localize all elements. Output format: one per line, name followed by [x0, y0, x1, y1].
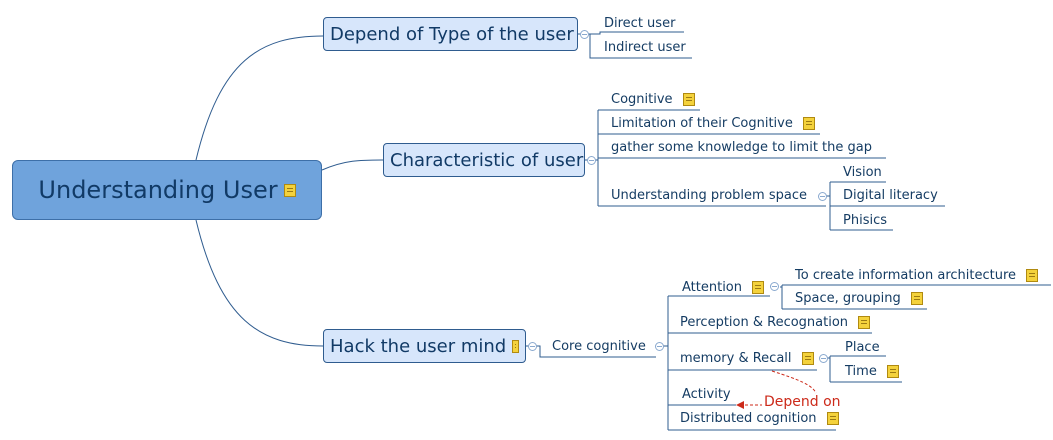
collapse-icon[interactable] — [587, 156, 596, 165]
root-topic-label: Understanding User — [38, 176, 278, 204]
subtopic-information-architecture[interactable]: To create information architecture — [795, 268, 1039, 283]
subtopic-time[interactable]: Time — [845, 364, 899, 379]
subtopic-place[interactable]: Place — [845, 340, 880, 355]
subtopic-gather-knowledge[interactable]: gather some knowledge to limit the gap — [611, 140, 872, 155]
collapse-icon[interactable] — [770, 282, 779, 291]
subtopic-label: Understanding problem space — [611, 188, 807, 203]
subtopic-digital-literacy[interactable]: Digital literacy — [843, 188, 938, 203]
note-icon[interactable] — [886, 365, 899, 378]
subtopic-label: Vision — [843, 165, 882, 180]
note-icon[interactable] — [752, 281, 765, 294]
subtopic-label: Place — [845, 340, 880, 355]
subtopic-label: Space, grouping — [795, 291, 901, 306]
topic-label: Hack the user mind — [330, 335, 507, 357]
collapse-icon[interactable] — [819, 354, 828, 363]
subtopic-label: Attention — [682, 280, 742, 295]
note-icon[interactable] — [682, 93, 695, 106]
collapse-icon[interactable] — [655, 342, 664, 351]
topic-hack-user-mind[interactable]: Hack the user mind — [323, 329, 526, 363]
subtopic-label: gather some knowledge to limit the gap — [611, 140, 872, 155]
subtopic-direct-user[interactable]: Direct user — [604, 16, 675, 31]
subtopic-problem-space[interactable]: Understanding problem space — [611, 188, 807, 203]
subtopic-label: memory & Recall — [680, 351, 792, 366]
subtopic-distributed-cognition[interactable]: Distributed cognition — [680, 411, 839, 426]
subtopic-label: Digital literacy — [843, 188, 938, 203]
subtopic-label: Perception & Recognation — [680, 315, 849, 330]
subtopic-attention[interactable]: Attention — [682, 280, 765, 295]
collapse-icon[interactable] — [818, 192, 827, 201]
subtopic-label: Direct user — [604, 16, 676, 31]
topic-characteristic[interactable]: Characteristic of user — [383, 143, 585, 177]
subtopic-space-grouping[interactable]: Space, grouping — [795, 291, 923, 306]
subtopic-label: Time — [845, 364, 877, 379]
subtopic-label: Indirect user — [604, 40, 686, 55]
collapse-icon[interactable] — [580, 30, 589, 39]
root-topic[interactable]: Understanding User — [12, 160, 322, 220]
subtopic-label: To create information architecture — [795, 268, 1017, 283]
note-icon[interactable] — [1026, 269, 1039, 282]
subtopic-indirect-user[interactable]: Indirect user — [604, 40, 686, 55]
relationship-label[interactable]: Depend on — [764, 394, 841, 410]
note-icon[interactable] — [910, 292, 923, 305]
subtopic-core-cognitive[interactable]: Core cognitive — [552, 339, 646, 354]
relationship-text: Depend on — [764, 394, 841, 410]
note-icon[interactable] — [858, 316, 871, 329]
topic-label: Depend of Type of the user — [330, 23, 574, 45]
note-icon[interactable] — [826, 412, 839, 425]
subtopic-label: Distributed cognition — [680, 411, 817, 426]
subtopic-activity[interactable]: Activity — [682, 387, 731, 402]
subtopic-label: Core cognitive — [552, 339, 646, 354]
subtopic-limitation[interactable]: Limitation of their Cognitive — [611, 116, 815, 131]
subtopic-label: Activity — [682, 387, 731, 402]
subtopic-cognitive[interactable]: Cognitive — [611, 92, 695, 107]
subtopic-memory-recall[interactable]: memory & Recall — [680, 351, 814, 366]
subtopic-label: Phisics — [843, 213, 887, 228]
note-icon[interactable] — [283, 183, 296, 197]
topic-label: Characteristic of user — [390, 149, 584, 171]
collapse-icon[interactable] — [528, 342, 537, 351]
note-icon[interactable] — [803, 117, 815, 130]
note-icon[interactable] — [512, 339, 519, 353]
subtopic-label: Limitation of their Cognitive — [611, 116, 793, 131]
subtopic-vision[interactable]: Vision — [843, 165, 882, 180]
topic-type-of-user[interactable]: Depend of Type of the user — [323, 17, 578, 51]
subtopic-perception[interactable]: Perception & Recognation — [680, 315, 871, 330]
note-icon[interactable] — [801, 352, 814, 365]
subtopic-phisics[interactable]: Phisics — [843, 213, 887, 228]
subtopic-label: Cognitive — [611, 92, 673, 107]
